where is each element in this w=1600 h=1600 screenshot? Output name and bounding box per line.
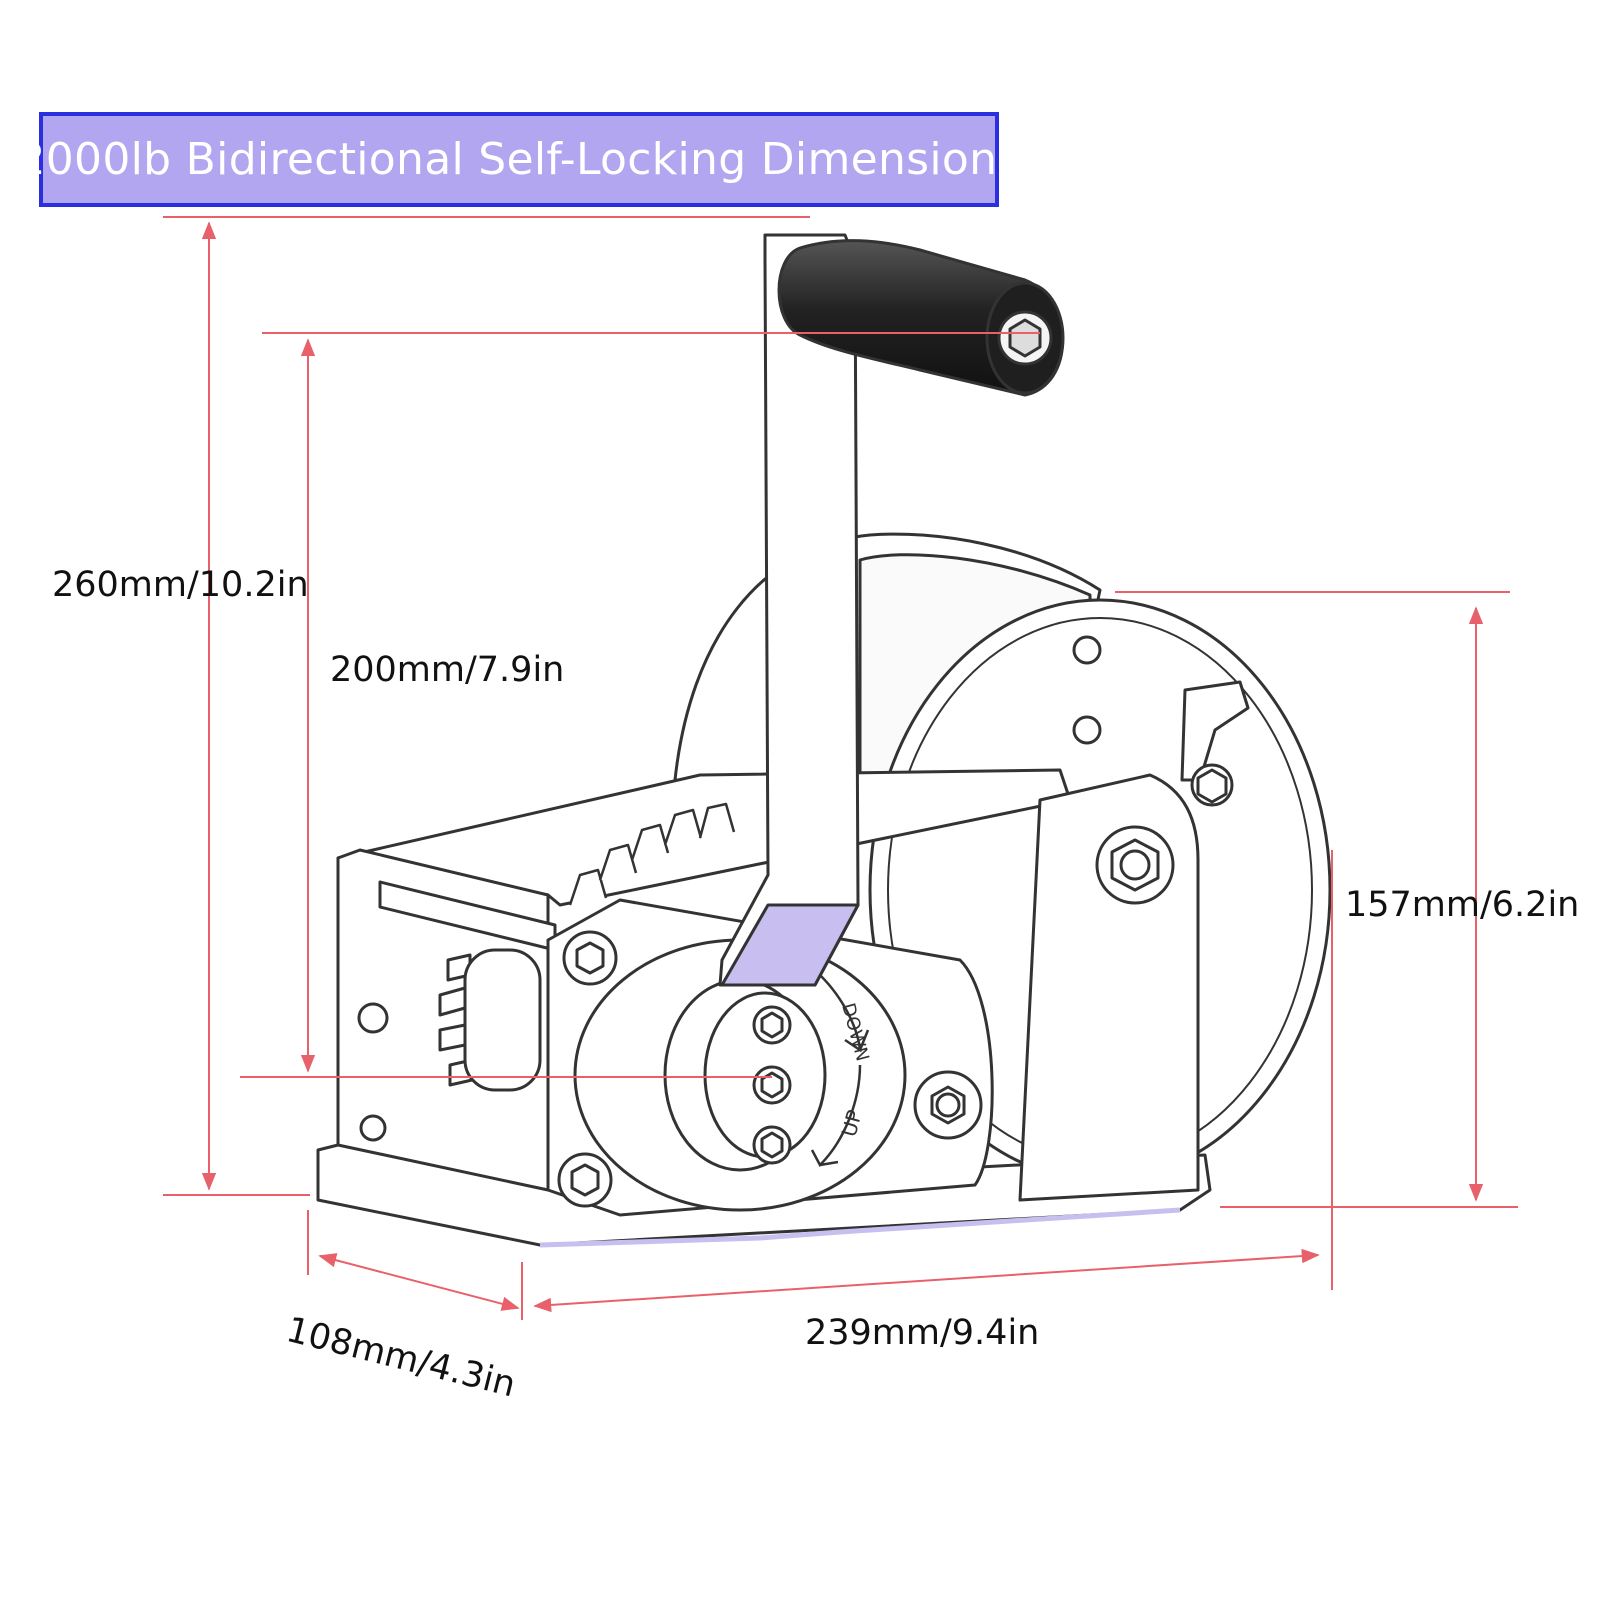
up-arrow-icon: [810, 1064, 862, 1168]
drive-gear-teeth: [568, 802, 736, 906]
pinion-gear: [438, 948, 542, 1092]
drum-height-label: 157mm/6.2in: [1345, 885, 1580, 925]
dimension-lines: [163, 216, 1518, 1320]
winch-body: [316, 532, 1332, 1248]
title-banner: 2000lb Bidirectional Self-Locking Dimens…: [17, 112, 1020, 207]
hex-bolt-icon: [1008, 318, 1042, 358]
down-arrow-icon: [819, 974, 870, 1053]
crank-arm-bend: [720, 903, 860, 987]
handle-height-label: 200mm/7.9in: [330, 650, 565, 690]
ratchet-pawl: [1180, 680, 1250, 782]
depth-line: [318, 1253, 520, 1311]
overall-height-label: 260mm/10.2in: [52, 565, 309, 605]
length-line: [533, 1248, 1320, 1313]
crank-handle: [718, 233, 1065, 1165]
length-label: 239mm/9.4in: [805, 1313, 1040, 1353]
page-title: 2000lb Bidirectional Self-Locking Dimens…: [17, 134, 1021, 185]
